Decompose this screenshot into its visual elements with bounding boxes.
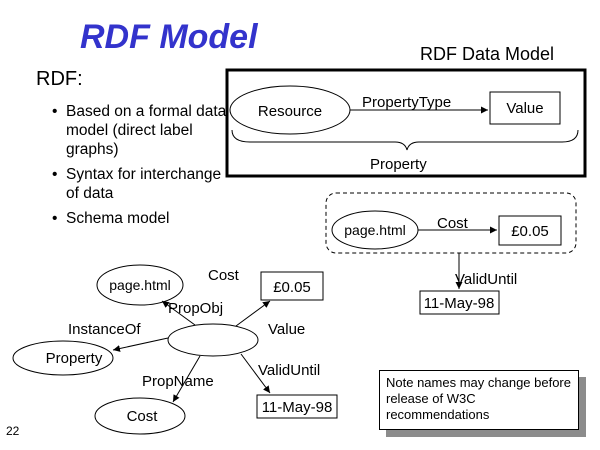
example-valid-until-label: ValidUntil xyxy=(455,271,517,288)
note-box: Note names may change before release of … xyxy=(379,370,579,430)
property-type-label: PropertyType xyxy=(362,94,451,111)
valid-until-label: ValidUntil xyxy=(258,362,320,379)
prop-name-label: PropName xyxy=(142,373,214,390)
value-arrow xyxy=(235,300,271,327)
property-label: Property xyxy=(370,156,427,173)
statement-node xyxy=(167,323,259,357)
cost-node-label: Cost xyxy=(127,408,159,425)
prop-name-arrow xyxy=(172,355,201,403)
value-label: Value xyxy=(506,100,543,117)
bullet-item: Schema model xyxy=(52,209,237,228)
example-date-node xyxy=(419,290,500,315)
page-number: 22 xyxy=(6,424,20,438)
price-node xyxy=(260,271,324,301)
example-subject-label: page.html xyxy=(344,222,405,238)
instance-of-arrow xyxy=(112,337,169,352)
property-class-node xyxy=(12,340,114,376)
prop-obj-arrow xyxy=(161,300,196,326)
rdf-heading: RDF: xyxy=(36,68,83,90)
page-node-label: page.html xyxy=(109,277,170,293)
bullet-item: Based on a formal data model (direct lab… xyxy=(52,102,237,159)
valid-until-arrow xyxy=(240,353,271,394)
date-node-label: 11-May-98 xyxy=(262,399,333,416)
cost-node xyxy=(94,397,186,435)
bullet-list: Based on a formal data model (direct lab… xyxy=(52,102,237,234)
price-node-label: £0.05 xyxy=(273,279,311,296)
bullet-item: Syntax for interchange of data xyxy=(52,165,237,203)
example-predicate-label: Cost xyxy=(437,215,469,232)
page-node xyxy=(96,264,184,306)
slide-title: RDF Model xyxy=(80,18,258,56)
cost-edge-label: Cost xyxy=(208,267,240,284)
value-edge-label: Value xyxy=(268,321,305,338)
data-model-title: RDF Data Model xyxy=(420,44,555,64)
prop-obj-label: PropObj xyxy=(168,300,223,317)
example-frame xyxy=(325,192,577,254)
example-object-node xyxy=(498,215,562,246)
date-node xyxy=(256,394,338,419)
property-class-label: Property xyxy=(46,350,103,367)
resource-label: Resource xyxy=(258,103,322,120)
example-date-label: 11-May-98 xyxy=(424,295,495,312)
example-object-label: £0.05 xyxy=(511,223,549,240)
value-node xyxy=(489,91,561,125)
property-brace xyxy=(231,129,579,151)
instance-of-label: InstanceOf xyxy=(68,321,141,338)
data-model-frame xyxy=(225,68,587,178)
